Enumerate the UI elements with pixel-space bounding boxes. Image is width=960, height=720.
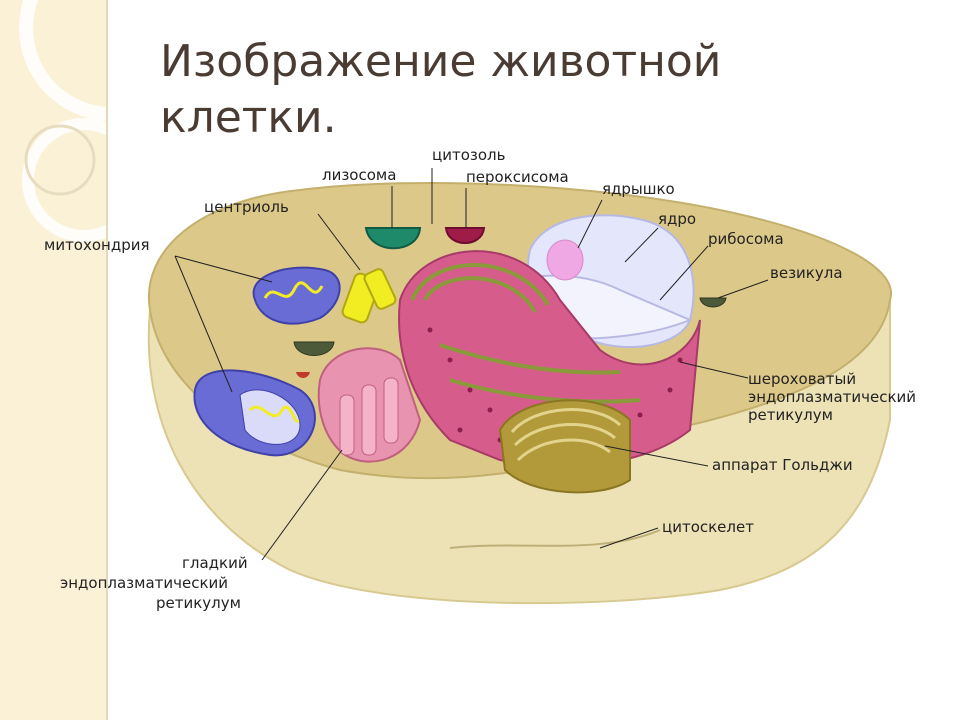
label-centriole: центриоль — [204, 198, 289, 216]
decor-circle-large — [19, 0, 108, 121]
label-vesicle: везикула — [770, 264, 843, 282]
rough-er — [398, 250, 701, 467]
label-rough-er-line3: ретикулум — [748, 406, 833, 424]
decor-circle-tiny — [24, 124, 96, 196]
nucleolus — [546, 239, 584, 281]
smooth-er — [317, 347, 422, 463]
label-nucleolus: ядрышко — [602, 180, 675, 198]
label-nucleus: ядро — [658, 210, 696, 228]
golgi-apparatus — [498, 399, 631, 494]
label-smooth-er-line2: эндоплазматический — [60, 574, 228, 592]
label-ribosome: рибосома — [708, 230, 784, 248]
lysosome — [364, 227, 422, 250]
label-rough-er-line1: шероховатый — [748, 370, 856, 388]
label-peroxisome: пероксисома — [466, 168, 569, 186]
mitochondrion-lower — [193, 369, 316, 457]
label-cytosol: цитозоль — [432, 146, 505, 164]
decor-circle-small — [22, 118, 108, 242]
label-lysosome: лизосома — [322, 166, 396, 184]
label-smooth-er-line3: ретикулум — [156, 594, 241, 612]
slide-title: Изображение животной клетки. — [160, 36, 722, 143]
label-smooth-er-line1: гладкий — [182, 554, 248, 572]
centriole — [341, 268, 397, 324]
vesicle-small-red — [296, 372, 310, 378]
label-rough-er-line2: эндоплазматический — [748, 388, 916, 406]
label-mitochondria: митохондрия — [44, 236, 150, 254]
cytoskeleton-line — [449, 529, 661, 549]
peroxisome — [444, 227, 486, 244]
label-golgi: аппарат Гольджи — [712, 456, 853, 474]
leader-lines — [174, 168, 769, 561]
sidebar-edge — [106, 0, 108, 720]
vesicle-lysosome-left — [293, 341, 335, 356]
label-cytoskeleton: цитоскелет — [662, 518, 754, 536]
mitochondrion-upper — [252, 266, 341, 325]
sidebar-decoration — [0, 0, 108, 720]
vesicle-right — [699, 297, 727, 308]
